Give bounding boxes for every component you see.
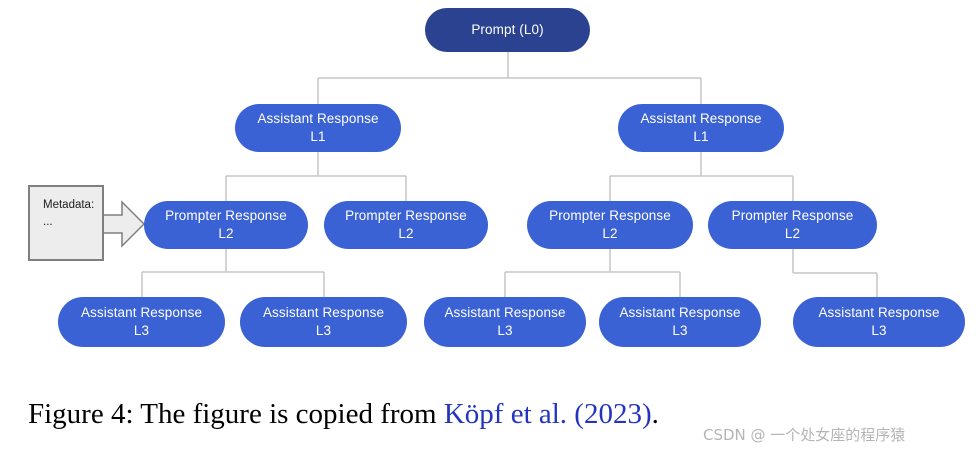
node-prompt-l0: Prompt (L0) <box>425 8 590 52</box>
node-level: L2 <box>398 226 414 241</box>
connector-lines <box>141 52 878 297</box>
node-label: Assistant Response <box>818 305 940 320</box>
caption-prefix: Figure 4: The figure is copied from <box>28 398 444 430</box>
node-label: Assistant Response <box>257 111 379 126</box>
node-assistant-response-l3-5: Assistant Response L3 <box>793 297 965 347</box>
node-level: L3 <box>133 323 150 338</box>
node-level: L1 <box>310 129 326 144</box>
node-level: L2 <box>218 226 234 241</box>
node-label: Assistant Response <box>619 305 741 320</box>
node-prompter-response-l2-4: Prompter Response L2 <box>708 201 877 249</box>
arrow-right-icon <box>102 200 146 248</box>
node-level: L2 <box>784 226 801 241</box>
node-label: Assistant Response <box>444 305 566 320</box>
node-level: L3 <box>497 323 513 338</box>
node-prompter-response-l2-2: Prompter Response L2 <box>324 201 488 249</box>
caption-suffix: . <box>651 398 659 430</box>
node-level: L2 <box>602 226 618 241</box>
node-label: Prompter Response <box>165 208 287 223</box>
node-label: Prompter Response <box>345 208 467 223</box>
figure-caption: Figure 4: The figure is copied from Köpf… <box>28 398 659 431</box>
node-assistant-response-l3-3: Assistant Response L3 <box>424 297 586 347</box>
node-label: Assistant Response <box>262 305 385 320</box>
node-assistant-response-l3-4: Assistant Response L3 <box>599 297 761 347</box>
metadata-box: Metadata: ... <box>28 185 104 261</box>
metadata-ellipsis: ... <box>43 216 53 228</box>
node-level: L3 <box>315 323 332 338</box>
node-label: Prompter Response <box>731 208 854 223</box>
node-level: L1 <box>693 129 709 144</box>
node-label: Assistant Response <box>640 111 762 126</box>
node-assistant-response-l1-left: Assistant Response L1 <box>235 104 401 152</box>
node-label: Assistant Response <box>80 305 203 320</box>
node-level: L3 <box>871 323 887 338</box>
node-assistant-response-l3-2: Assistant Response L3 <box>240 297 407 347</box>
citation-link[interactable]: Köpf et al. (2023) <box>443 398 652 430</box>
metadata-title: Metadata: <box>43 199 95 211</box>
node-label: Prompter Response <box>549 208 671 223</box>
csdn-watermark: CSDN @ 一个处女座的程序猿 <box>703 426 906 444</box>
node-level: L3 <box>672 323 688 338</box>
node-assistant-response-l3-1: Assistant Response L3 <box>58 297 225 347</box>
node-label: Prompt (L0) <box>471 22 544 37</box>
node-assistant-response-l1-right: Assistant Response L1 <box>618 104 784 152</box>
node-prompter-response-l2-3: Prompter Response L2 <box>527 201 693 249</box>
node-prompter-response-l2-1: Prompter Response L2 <box>144 201 308 249</box>
